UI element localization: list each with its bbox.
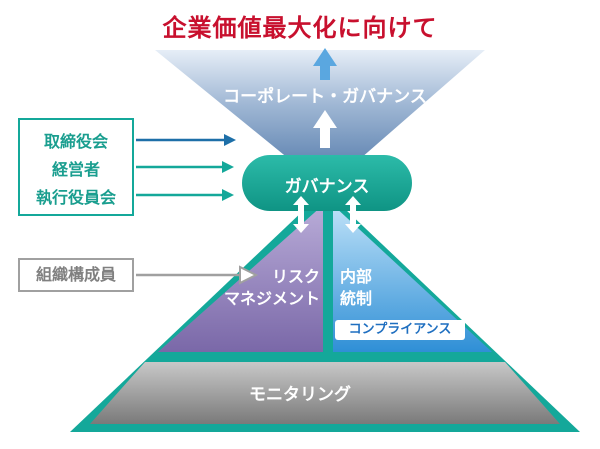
governance-pill <box>242 155 412 211</box>
double-arrow-icon <box>293 196 309 233</box>
management-label: 経営者 <box>51 160 100 179</box>
corporate-governance-label: コーポレート・ガバナンス <box>223 87 427 107</box>
arrow-up-icon <box>313 110 337 148</box>
board-arrow <box>136 134 236 146</box>
arrow-up-icon <box>313 48 337 80</box>
internal-control-label: 内部 統制 <box>340 266 372 310</box>
internal-control-line-1: 内部 <box>340 267 373 286</box>
management-arrows <box>136 161 234 201</box>
corporate-governance-funnel <box>155 50 485 172</box>
compliance-badge: コンプライアンス <box>335 320 465 340</box>
members-arrow <box>136 265 259 285</box>
upward-arrows <box>313 48 337 148</box>
governance-label: ガバナンス <box>284 177 370 197</box>
members-box: 組織構成員 <box>18 258 134 292</box>
board-label: 取締役会 <box>43 132 108 151</box>
actors-box: 取締役会 経営者 執行役員会 <box>18 118 134 216</box>
double-arrows <box>293 196 361 233</box>
internal-control-area <box>333 205 492 352</box>
risk-management-line-2: マネジメント <box>223 289 320 308</box>
internal-control-line-2: 統制 <box>340 289 373 308</box>
risk-management-label: リスク マネジメント <box>210 266 320 310</box>
executive-board-label: 執行役員会 <box>35 188 116 207</box>
page-title: 企業価値最大化に向けて <box>162 14 438 42</box>
double-arrow-icon <box>345 196 361 233</box>
monitoring-area <box>90 362 560 424</box>
risk-management-line-1: リスク <box>271 267 320 286</box>
monitoring-label: モニタリング <box>249 385 351 405</box>
